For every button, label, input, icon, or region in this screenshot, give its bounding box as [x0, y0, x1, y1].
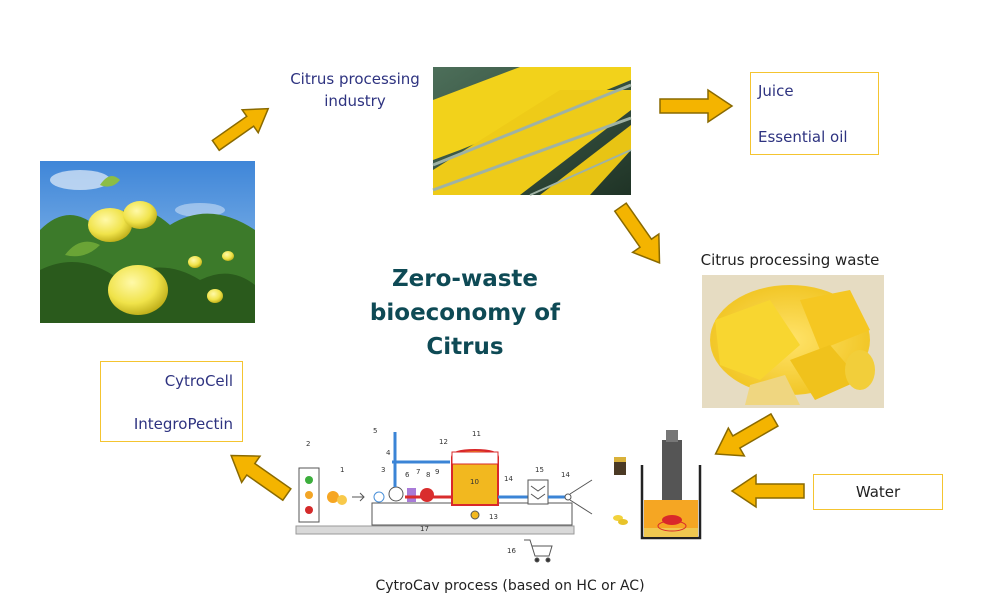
schematic-num: 8	[426, 471, 431, 479]
schematic-num: 14	[561, 471, 570, 479]
schematic-num: 17	[420, 525, 429, 533]
schematic-num: 6	[405, 471, 410, 479]
product-cytrocell: CytroCell	[164, 372, 233, 390]
arrows	[211, 88, 805, 509]
product-juice: Juice	[758, 82, 794, 100]
process-label: CytroCav process (based on HC or AC)	[375, 578, 645, 594]
industry-label: Citrus processing industry	[280, 68, 430, 112]
schematic-num: 9	[435, 468, 440, 476]
cytrocav-schematic	[295, 432, 628, 563]
arrow-process-to-products	[230, 454, 292, 502]
schematic-num: 16	[507, 547, 516, 555]
schematic-num: 15	[535, 466, 544, 474]
schematic-num: 12	[439, 438, 448, 446]
title-line-1: Zero-waste	[391, 266, 539, 292]
schematic-num: 13	[489, 513, 498, 521]
arrow-waste-to-reactor	[714, 412, 779, 457]
diagram-title: Zero-waste bioeconomy of Citrus	[345, 262, 585, 364]
schematic-num: 4	[386, 449, 391, 457]
water-box: Water	[813, 474, 943, 510]
product-essential-oil: Essential oil	[758, 128, 848, 146]
schematic-num: 5	[373, 427, 378, 435]
arrow-belt-to-waste	[613, 202, 661, 264]
schematic-num: 2	[306, 440, 311, 448]
lemon-tree-photo	[40, 161, 255, 323]
title-line-2: bioeconomy of	[369, 300, 561, 326]
industry-label-line2: industry	[324, 92, 386, 110]
arrow-belt-to-products	[659, 88, 734, 124]
schematic-num: 7	[416, 468, 421, 476]
water-label: Water	[855, 483, 901, 501]
schematic-num: 3	[381, 466, 386, 474]
schematic-num: 10	[470, 478, 479, 486]
industry-label-line1: Citrus processing	[290, 70, 420, 88]
products-top-box: Juice Essential oil	[750, 72, 879, 155]
ultrasonic-reactor	[640, 430, 702, 540]
schematic-num: 14	[504, 475, 513, 483]
schematic-num: 1	[340, 466, 345, 474]
product-integropectin: IntegroPectin	[133, 415, 233, 433]
arrow-water-to-reactor	[730, 473, 805, 509]
waste-label: Citrus processing waste	[700, 251, 880, 269]
citrus-waste-photo	[702, 275, 884, 408]
arrow-tree-to-industry	[211, 107, 270, 152]
conveyor-belt-photo	[432, 67, 632, 196]
schematic-num: 11	[472, 430, 481, 438]
products-left-box: CytroCell IntegroPectin	[100, 361, 243, 442]
title-line-3: Citrus	[426, 334, 504, 360]
